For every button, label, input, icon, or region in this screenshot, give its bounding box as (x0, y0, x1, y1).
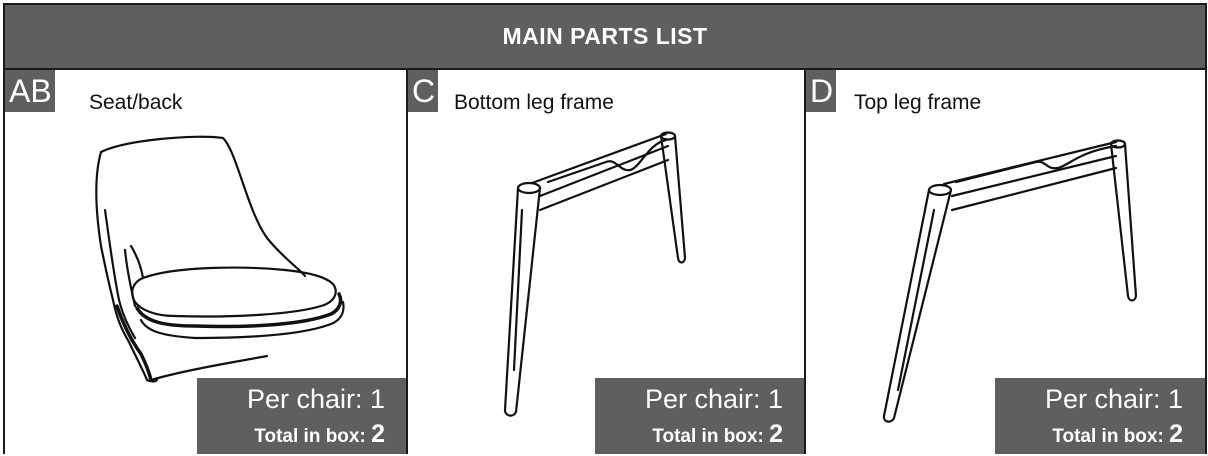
part-card-c: C Bottom leg frame Per chair: 1 Total (406, 70, 805, 454)
quantity-label: Per chair: 1 Total in box: 2 (197, 378, 407, 454)
per-chair-count: Per chair: 1 (644, 384, 783, 414)
total-in-box: Total in box: 2 (197, 421, 385, 450)
total-in-box: Total in box: 2 (595, 421, 783, 450)
part-letter: C (408, 70, 439, 112)
page-title: MAIN PARTS LIST (502, 23, 708, 49)
total-in-box-label: Total in box: (652, 426, 764, 447)
parts-grid: AB Seat/back (5, 70, 1205, 454)
total-in-box-label: Total in box: (254, 426, 366, 447)
per-chair-count: Per chair: 1 (246, 384, 385, 414)
chair-seat-back-icon (95, 135, 345, 383)
total-in-box-value: 2 (371, 420, 385, 448)
total-in-box-value: 2 (1169, 420, 1183, 448)
quantity-label: Per chair: 1 Total in box: 2 (995, 378, 1205, 454)
part-name: Seat/back (89, 91, 183, 114)
part-card-ab: AB Seat/back (5, 70, 407, 454)
per-chair-count: Per chair: 1 (1044, 384, 1183, 414)
part-card-d: D Top leg frame Per chair: 1 Total in (804, 70, 1205, 454)
part-name: Top leg frame (854, 91, 982, 114)
bottom-leg-frame-icon (503, 131, 687, 417)
total-in-box-label: Total in box: (1052, 426, 1164, 447)
total-in-box: Total in box: 2 (995, 421, 1183, 450)
part-letter: AB (5, 70, 55, 112)
parts-list-sheet: MAIN PARTS LIST AB Seat/back (3, 3, 1207, 454)
parts-list-header: MAIN PARTS LIST (5, 5, 1205, 70)
top-leg-frame-icon (882, 139, 1138, 423)
part-name: Bottom leg frame (454, 91, 614, 114)
quantity-label: Per chair: 1 Total in box: 2 (595, 378, 805, 454)
part-letter: D (806, 70, 837, 112)
total-in-box-value: 2 (769, 420, 783, 448)
